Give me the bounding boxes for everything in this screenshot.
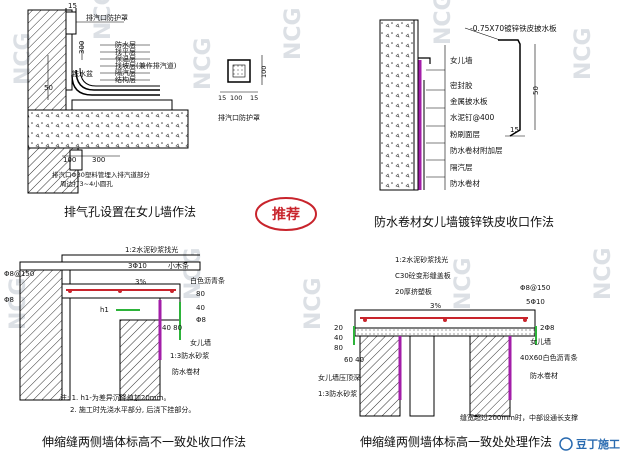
- caption-bottom-right: 伸缩缝两侧墙体标高一致处处理作法: [360, 434, 552, 449]
- svg-text:小木条: 小木条: [168, 261, 189, 270]
- svg-text:周边打3~4小圆孔: 周边打3~4小圆孔: [60, 179, 113, 188]
- svg-text:找平层: 找平层: [115, 47, 136, 56]
- svg-text:20厚挤塑板: 20厚挤塑板: [395, 287, 432, 296]
- svg-text:金属披水板: 金属披水板: [450, 96, 488, 106]
- svg-text:1:2水泥砂浆找光: 1:2水泥砂浆找光: [395, 255, 448, 264]
- svg-text:100: 100: [230, 94, 242, 102]
- caption-bottom-left: 伸缩缝两侧墙体标高不一致处收口作法: [42, 434, 246, 449]
- svg-text:注: 1. h1-为差异沉降值加20mm。: 注: 1. h1-为差异沉降值加20mm。: [60, 393, 170, 402]
- svg-text:3%: 3%: [135, 278, 146, 286]
- svg-text:排汽口防护罩: 排汽口防护罩: [218, 113, 260, 122]
- logo: 豆丁施工: [559, 437, 620, 451]
- svg-text:水泥钉@400: 水泥钉@400: [450, 112, 495, 122]
- svg-text:女儿墙: 女儿墙: [530, 337, 551, 346]
- svg-text:女儿墙压顶深: 女儿墙压顶深: [318, 373, 360, 382]
- svg-text:缝宽超过200mm时，中部设通长支撑: 缝宽超过200mm时，中部设通长支撑: [460, 413, 578, 422]
- svg-text:白色沥青条: 白色沥青条: [190, 276, 225, 285]
- svg-text:80: 80: [196, 290, 205, 298]
- caption-top-right: 防水卷材女儿墙镀锌铁皮收口作法: [374, 214, 554, 229]
- svg-text:豆丁施工: 豆丁施工: [576, 437, 620, 451]
- svg-text:50: 50: [44, 84, 53, 92]
- svg-text:NCG: NCG: [451, 257, 476, 310]
- svg-text:3%: 3%: [430, 302, 441, 310]
- svg-text:隔汽层: 隔汽层: [115, 68, 136, 77]
- svg-text:2Φ8: 2Φ8: [540, 324, 554, 332]
- svg-text:女儿墙: 女儿墙: [450, 55, 473, 65]
- svg-text:300: 300: [92, 156, 105, 164]
- svg-text:NCG: NCG: [91, 0, 116, 40]
- svg-text:15: 15: [68, 2, 77, 10]
- svg-text:女儿墙: 女儿墙: [190, 338, 211, 347]
- svg-text:密封胶: 密封胶: [450, 80, 473, 90]
- svg-text:NCG: NCG: [301, 277, 326, 330]
- svg-text:1:3防水砂浆: 1:3防水砂浆: [170, 351, 209, 360]
- svg-text:C30砼变形缝盖板: C30砼变形缝盖板: [395, 271, 451, 280]
- diagram-vent-parapet: 15 300 100 300 50 排汽口防护罩 防水层 找平层 保温层 找坡层…: [27, 2, 268, 194]
- svg-text:80: 80: [334, 344, 343, 352]
- diagram-metal-flashing: -0.75X70镀锌铁皮披水板 50 15 女儿墙 密封胶 金属披水板 水泥钉@…: [379, 19, 557, 191]
- svg-text:NCG: NCG: [571, 27, 596, 80]
- svg-text:排汽口Φ30塑料管埋入排汽道部分: 排汽口Φ30塑料管埋入排汽道部分: [52, 170, 150, 179]
- svg-text:防水卷材: 防水卷材: [530, 371, 558, 380]
- svg-text:100: 100: [260, 66, 268, 78]
- recommend-stamp: [255, 197, 317, 231]
- svg-text:保温层: 保温层: [115, 54, 136, 63]
- svg-text:NCG: NCG: [281, 7, 306, 60]
- svg-text:100: 100: [63, 156, 76, 164]
- caption-top-left: 排气孔设置在女儿墙作法: [64, 204, 196, 219]
- svg-text:找坡层(兼作排汽道): 找坡层(兼作排汽道): [115, 61, 177, 70]
- svg-text:防水卷材: 防水卷材: [172, 367, 200, 376]
- svg-text:防水卷材附加层: 防水卷材附加层: [450, 145, 503, 155]
- svg-text:Φ8@150: Φ8@150: [520, 284, 550, 292]
- svg-text:15: 15: [250, 94, 258, 102]
- svg-text:Φ8@150: Φ8@150: [4, 270, 34, 278]
- svg-text:15: 15: [218, 94, 226, 102]
- svg-text:1:3防水砂浆: 1:3防水砂浆: [318, 389, 357, 398]
- diagram-joint-even: 1:2水泥砂浆找光 C30砼变形缝盖板 20厚挤塑板 Φ8@150 5Φ10 3…: [318, 255, 578, 422]
- svg-text:60 40: 60 40: [344, 356, 364, 364]
- svg-text:铁水盆: 铁水盆: [72, 69, 93, 78]
- svg-text:40: 40: [196, 304, 205, 312]
- svg-text:防水卷材: 防水卷材: [450, 178, 480, 188]
- svg-text:防水层: 防水层: [115, 40, 136, 49]
- svg-text:Φ8: Φ8: [4, 296, 14, 304]
- diagram-joint-uneven: 1:2水泥砂浆找光 3Φ10 小木条 3% 白色沥青条 Φ8@150 Φ8 h1…: [4, 245, 225, 414]
- watermark: NCG NCG NCG NCG NCG NCG NCG NCG NCG NCG …: [6, 0, 616, 330]
- svg-text:40X60白色沥青条: 40X60白色沥青条: [520, 353, 578, 362]
- svg-text:40: 40: [334, 334, 343, 342]
- svg-text:隔汽层: 隔汽层: [450, 162, 473, 172]
- svg-text:h1: h1: [100, 306, 109, 314]
- svg-text:Φ8: Φ8: [196, 316, 206, 324]
- svg-text:3Φ10: 3Φ10: [128, 262, 147, 270]
- svg-text:5Φ10: 5Φ10: [526, 298, 545, 306]
- svg-text:40 80: 40 80: [162, 324, 182, 332]
- svg-text:NCG: NCG: [591, 247, 616, 300]
- svg-text:15: 15: [510, 126, 519, 134]
- svg-text:粉刷面层: 粉刷面层: [450, 129, 480, 139]
- svg-text:NCG: NCG: [431, 0, 456, 45]
- svg-text:NCG: NCG: [191, 37, 216, 90]
- svg-text:-0.75X70镀锌铁皮披水板: -0.75X70镀锌铁皮披水板: [470, 23, 557, 33]
- svg-text:300: 300: [78, 41, 86, 54]
- svg-text:2. 施工时先浇水平部分, 后浇下挂部分。: 2. 施工时先浇水平部分, 后浇下挂部分。: [70, 405, 195, 414]
- svg-text:NCG: NCG: [181, 247, 206, 300]
- svg-text:20: 20: [334, 324, 343, 332]
- svg-text:排汽口防护罩: 排汽口防护罩: [86, 13, 128, 22]
- svg-text:50: 50: [532, 86, 540, 95]
- recommend-stamp-text: 推荐: [272, 206, 300, 223]
- svg-text:结构层: 结构层: [115, 75, 136, 84]
- svg-text:1:2水泥砂浆找光: 1:2水泥砂浆找光: [125, 245, 178, 254]
